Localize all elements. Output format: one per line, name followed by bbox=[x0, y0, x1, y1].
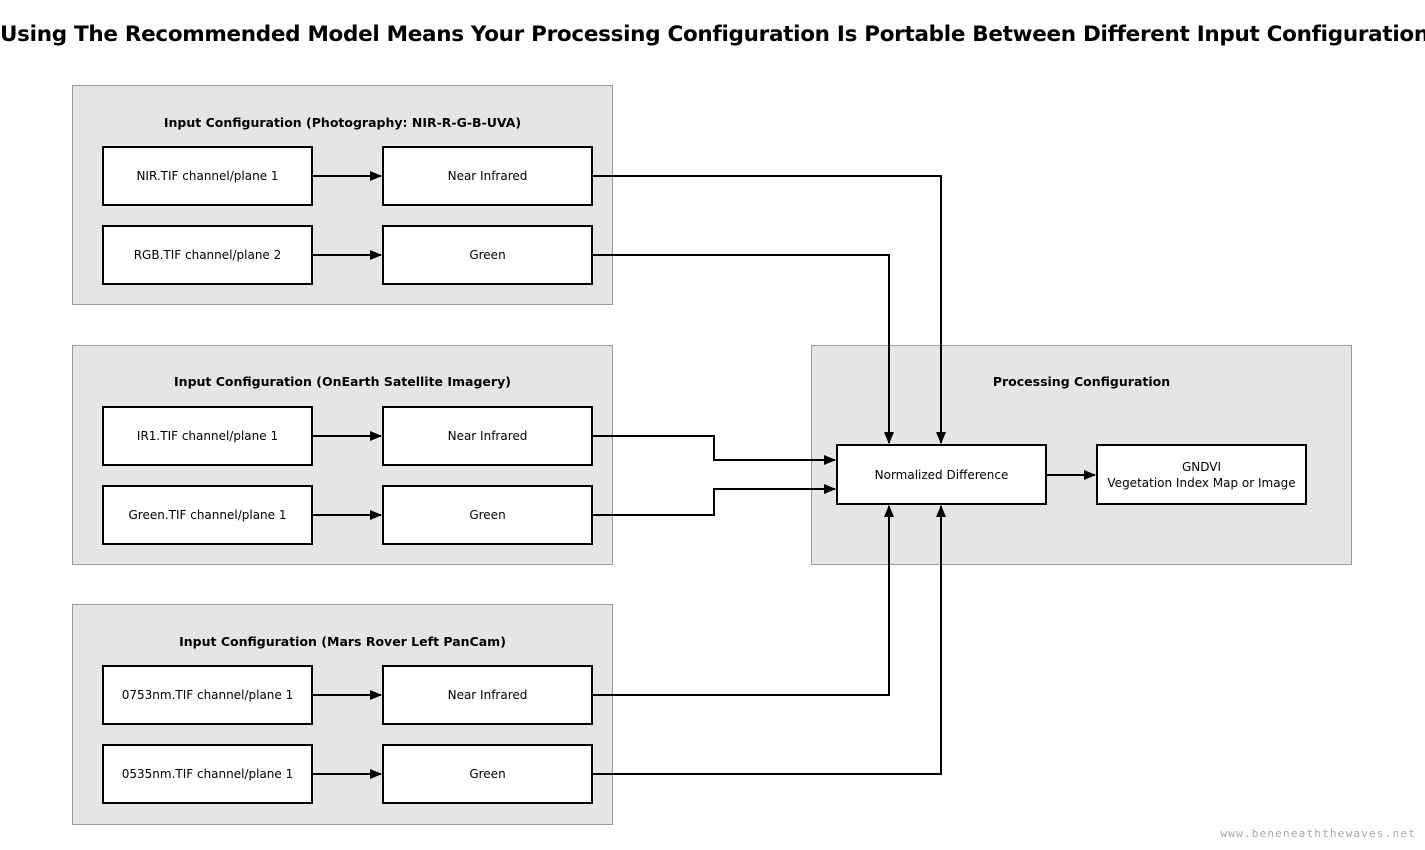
gndvi-output-subtitle: Vegetation Index Map or Image bbox=[1107, 475, 1296, 490]
gndvi-output-title: GNDVI bbox=[1181, 459, 1222, 474]
source-node-ir1-tif: IR1.TIF channel/plane 1 bbox=[102, 406, 313, 466]
source-node-nir-tif: NIR.TIF channel/plane 1 bbox=[102, 146, 313, 206]
wire-onearth-nir-to-nd bbox=[593, 435, 836, 465]
gndvi-output-node: GNDVI Vegetation Index Map or Image bbox=[1096, 444, 1307, 505]
source-node-0535nm-tif: 0535nm.TIF channel/plane 1 bbox=[102, 744, 313, 804]
source-node-rgb-tif: RGB.TIF channel/plane 2 bbox=[102, 225, 313, 285]
group-label-processing: Processing Configuration bbox=[992, 374, 1171, 389]
wire-onearth-green-to-nd bbox=[593, 484, 836, 516]
group-label-photography: Input Configuration (Photography: NIR-R-… bbox=[163, 115, 522, 130]
band-node-green-2: Green bbox=[382, 485, 593, 545]
band-node-near-infrared-3: Near Infrared bbox=[382, 665, 593, 725]
diagram-title: Using The Recommended Model Means Your P… bbox=[0, 22, 1425, 47]
band-node-green-3: Green bbox=[382, 744, 593, 804]
source-node-green-tif: Green.TIF channel/plane 1 bbox=[102, 485, 313, 545]
normalized-difference-node: Normalized Difference bbox=[836, 444, 1047, 505]
site-watermark: www.beneneaththewaves.net bbox=[1220, 827, 1416, 840]
group-label-mars-pancam: Input Configuration (Mars Rover Left Pan… bbox=[179, 634, 506, 649]
band-node-green-1: Green bbox=[382, 225, 593, 285]
group-label-onearth: Input Configuration (OnEarth Satellite I… bbox=[174, 374, 511, 389]
band-node-near-infrared-1: Near Infrared bbox=[382, 146, 593, 206]
source-node-0753nm-tif: 0753nm.TIF channel/plane 1 bbox=[102, 665, 313, 725]
band-node-near-infrared-2: Near Infrared bbox=[382, 406, 593, 466]
